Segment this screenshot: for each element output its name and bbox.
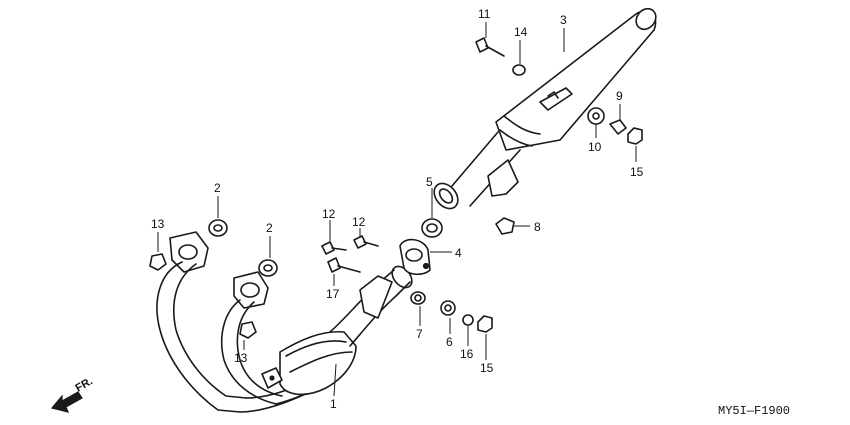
callout-12-right: 12 — [352, 215, 366, 229]
callout-10: 10 — [588, 140, 602, 154]
front-arrow-icon — [50, 391, 83, 413]
muffler — [433, 7, 657, 210]
callout-15-lower: 15 — [480, 361, 494, 375]
washer-14 — [512, 64, 526, 76]
callout-15-upper: 15 — [630, 165, 644, 179]
front-direction-indicator: FR. — [50, 375, 95, 413]
callout-labels: 1 2 2 3 4 5 6 7 8 9 10 11 12 12 13 13 14… — [151, 7, 644, 411]
nut-15-upper — [627, 127, 643, 145]
callout-3: 3 — [560, 13, 567, 27]
callout-2-left: 2 — [214, 181, 221, 195]
bolt-11 — [475, 37, 505, 57]
rubber-mount-10 — [587, 107, 605, 125]
nut-8 — [495, 217, 515, 235]
callout-17: 17 — [326, 287, 340, 301]
joint-clamp — [399, 238, 431, 276]
callout-8: 8 — [534, 220, 541, 234]
callout-13-left: 13 — [151, 217, 165, 231]
callout-6: 6 — [446, 335, 453, 349]
leader-lines — [157, 22, 637, 397]
exhaust-header-pipe — [156, 231, 413, 413]
nut-13-right — [239, 321, 257, 339]
rubber-mount-6 — [440, 300, 456, 316]
washer-16 — [462, 314, 474, 326]
callout-7: 7 — [416, 327, 423, 341]
bolt-17 — [327, 257, 361, 273]
callout-2-right: 2 — [266, 221, 273, 235]
callout-12-left: 12 — [322, 207, 336, 221]
callout-4: 4 — [455, 246, 462, 260]
bolt-12-left — [321, 241, 347, 255]
diagram-reference-code: MY5I—F1900 — [718, 404, 790, 418]
washer-2-left — [208, 219, 228, 237]
bolt-12-right — [353, 235, 379, 249]
callout-16: 16 — [460, 347, 474, 361]
front-direction-label: FR. — [74, 375, 95, 394]
callout-9: 9 — [616, 89, 623, 103]
nut-15-lower — [477, 315, 493, 333]
callout-13-right: 13 — [234, 351, 248, 365]
callout-5: 5 — [426, 175, 433, 189]
joint-gasket — [421, 218, 443, 238]
callout-14: 14 — [514, 25, 528, 39]
callout-1: 1 — [330, 397, 337, 411]
collar-7 — [410, 291, 426, 305]
washer-2-right — [258, 259, 278, 277]
nut-13-left — [149, 253, 167, 271]
collar-9 — [609, 119, 627, 135]
callout-11: 11 — [478, 7, 491, 21]
